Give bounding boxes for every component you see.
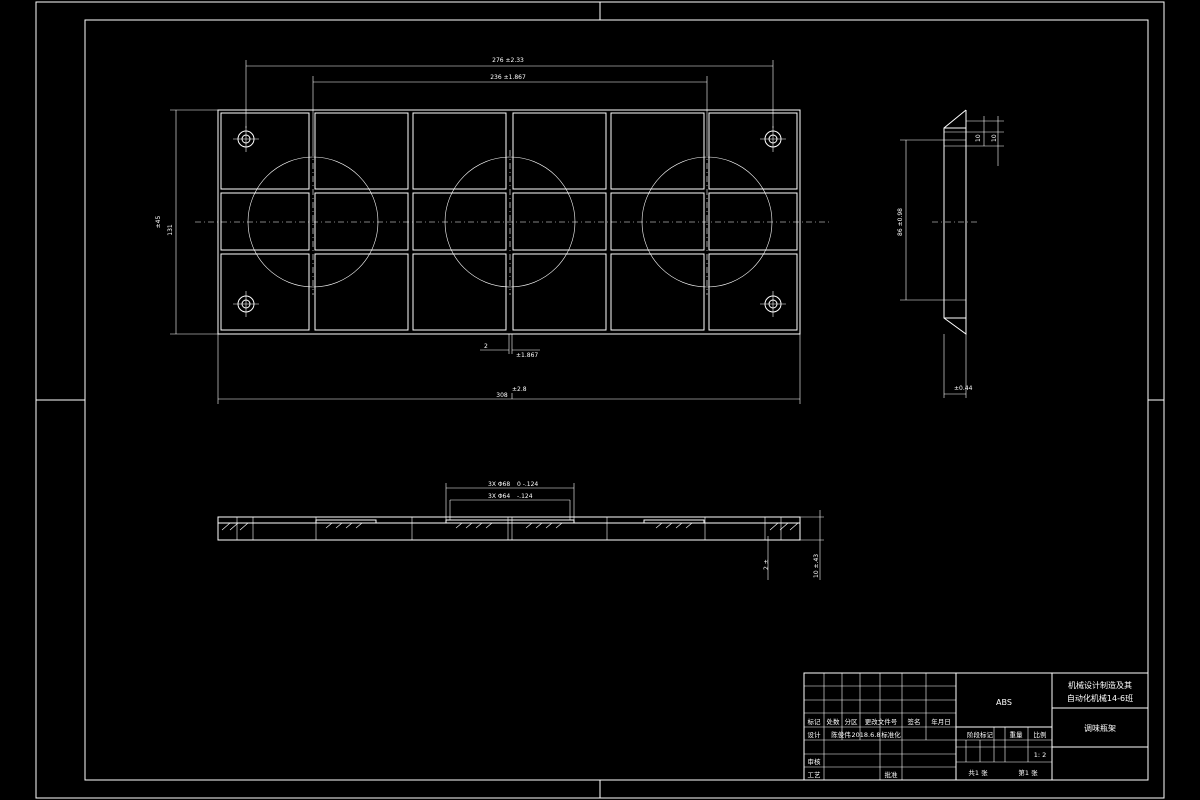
lbl-standard: 标准化 [881, 730, 901, 739]
dim-side-top-b: 10 [991, 134, 998, 142]
front-view: 3X Φ68 0 -.124 3X Φ64 -.124 2 ± 10 ±.43 [217, 481, 824, 580]
dim-side-bottom: ±0.44 [954, 385, 973, 392]
lbl-scale: 比例 [1034, 730, 1047, 739]
lbl-design: 设计 [808, 730, 822, 739]
school-line-1: 机械设计制造及其 [1068, 680, 1132, 690]
lbl-stage: 阶段标记 [967, 730, 994, 739]
hdr-date: 年月日 [931, 717, 951, 726]
dim-bottom-tol: ±2.8 [512, 386, 527, 393]
title-block: ABS 机械设计制造及其 自动化机械14-6班 调味瓶架 标记 处数 分区 更改… [803, 672, 1149, 781]
side-view: 86 ±0.98 10 10 ±0.44 [897, 109, 1004, 398]
hdr-zone: 分区 [845, 717, 859, 726]
dim-rib: 2 [484, 343, 488, 350]
design-date: 2018.6.8 [852, 731, 881, 739]
lbl-review: 审核 [808, 757, 822, 766]
lbl-approve: 批准 [885, 770, 899, 779]
dim-bottom-width: 308 [496, 392, 508, 399]
dim-side-top-a: 10 [975, 134, 982, 142]
dim-front-right: 10 ±.43 [813, 554, 820, 578]
dim-height-tol: ±45 [155, 215, 162, 228]
dim-holes-outer: 3X Φ68 [488, 481, 510, 488]
top-view: 276 ±2.33 236 ±1.867 ±45 131 308 ±2.8 2 … [155, 57, 830, 404]
hdr-mark: 标记 [808, 717, 822, 726]
dim-side-height: 86 ±0.98 [897, 208, 904, 236]
dim-holes-outer-tol: 0 -.124 [517, 481, 538, 488]
hdr-count: 处数 [827, 717, 841, 726]
lbl-weight: 重量 [1010, 731, 1024, 739]
dim-top-outer: 276 ±2.33 [492, 57, 524, 64]
material: ABS [996, 698, 1012, 707]
sheets-total: 共1 张 [968, 768, 988, 777]
hdr-docno: 更改文件号 [865, 717, 898, 726]
school-line-2: 自动化机械14-6班 [1067, 693, 1133, 703]
sheet-border [35, 1, 1165, 799]
dim-height: 131 [167, 224, 174, 236]
lbl-process: 工艺 [808, 771, 822, 779]
sheet-number: 第1 张 [1018, 768, 1038, 777]
scale-value: 1: 2 [1034, 751, 1047, 759]
dim-holes-inner: 3X Φ64 [488, 493, 510, 500]
dim-holes-inner-tol: -.124 [517, 493, 533, 500]
designer: 陈俊伟 [831, 730, 851, 739]
dim-rib-tol: ±1.867 [516, 352, 538, 359]
dim-top-inner: 236 ±1.867 [490, 74, 526, 81]
dim-front-left: 2 ± [763, 559, 770, 570]
hdr-sign: 签名 [908, 717, 921, 726]
part-name: 调味瓶架 [1084, 723, 1116, 733]
